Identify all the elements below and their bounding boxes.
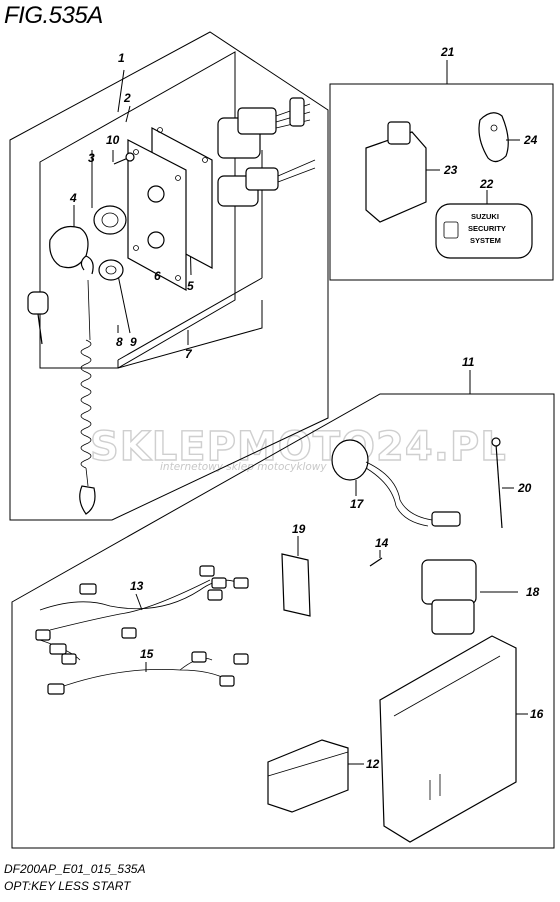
callout-2: 2 <box>123 91 131 105</box>
key <box>27 291 49 345</box>
callout-15: 15 <box>140 647 154 661</box>
watermark: SKLEPMOTO24.PL internetowy sklep motocyk… <box>89 423 507 473</box>
callout-5: 5 <box>187 279 194 293</box>
figure-code: DF200AP_E01_015_535A <box>4 862 146 876</box>
badge-line-1: SUZUKI <box>471 212 499 221</box>
figure-caption: OPT:KEY LESS START <box>4 879 131 893</box>
start-switch <box>217 97 316 207</box>
callout-21: 21 <box>440 45 455 59</box>
nut <box>93 205 127 235</box>
group-21-parts <box>365 112 533 259</box>
group-21-frame <box>329 60 554 281</box>
callout-14: 14 <box>375 536 389 550</box>
security-badge: SUZUKI SECURITY SYSTEM <box>468 212 506 245</box>
callout-1: 1 <box>118 51 125 65</box>
callout-8: 8 <box>116 335 123 349</box>
badge-line-3: SYSTEM <box>470 236 501 245</box>
callout-9: 9 <box>130 335 137 349</box>
callout-13: 13 <box>130 579 144 593</box>
screw <box>113 152 135 165</box>
washer <box>98 259 124 281</box>
watermark-brand: SKLEPMOTO24.PL <box>90 424 507 470</box>
callout-20: 20 <box>517 481 532 495</box>
watermark-tagline: internetowy sklep motocyklowy <box>160 461 327 473</box>
callout-11: 11 <box>462 355 475 369</box>
callout-10: 10 <box>106 133 120 147</box>
callout-4: 4 <box>69 191 77 205</box>
mounting-plate <box>127 127 213 292</box>
callout-12: 12 <box>366 757 380 771</box>
callout-3: 3 <box>88 151 95 165</box>
group-11-parts <box>35 437 528 843</box>
group-11-frame <box>11 370 555 849</box>
callout-19: 19 <box>292 522 306 536</box>
callout-23: 23 <box>443 163 458 177</box>
figure-title: FIG.535A <box>4 2 103 29</box>
callout-18: 18 <box>526 585 540 599</box>
badge-line-2: SECURITY <box>468 224 506 233</box>
callout-labels: 1 2 3 4 5 6 7 8 9 10 11 12 13 14 15 16 1… <box>69 45 544 771</box>
callout-24: 24 <box>523 133 538 147</box>
callout-17: 17 <box>350 497 365 511</box>
callout-16: 16 <box>530 707 544 721</box>
lanyard-cord <box>79 255 96 515</box>
callout-7: 7 <box>185 347 193 361</box>
callout-6: 6 <box>154 269 161 283</box>
callout-22: 22 <box>479 177 494 191</box>
